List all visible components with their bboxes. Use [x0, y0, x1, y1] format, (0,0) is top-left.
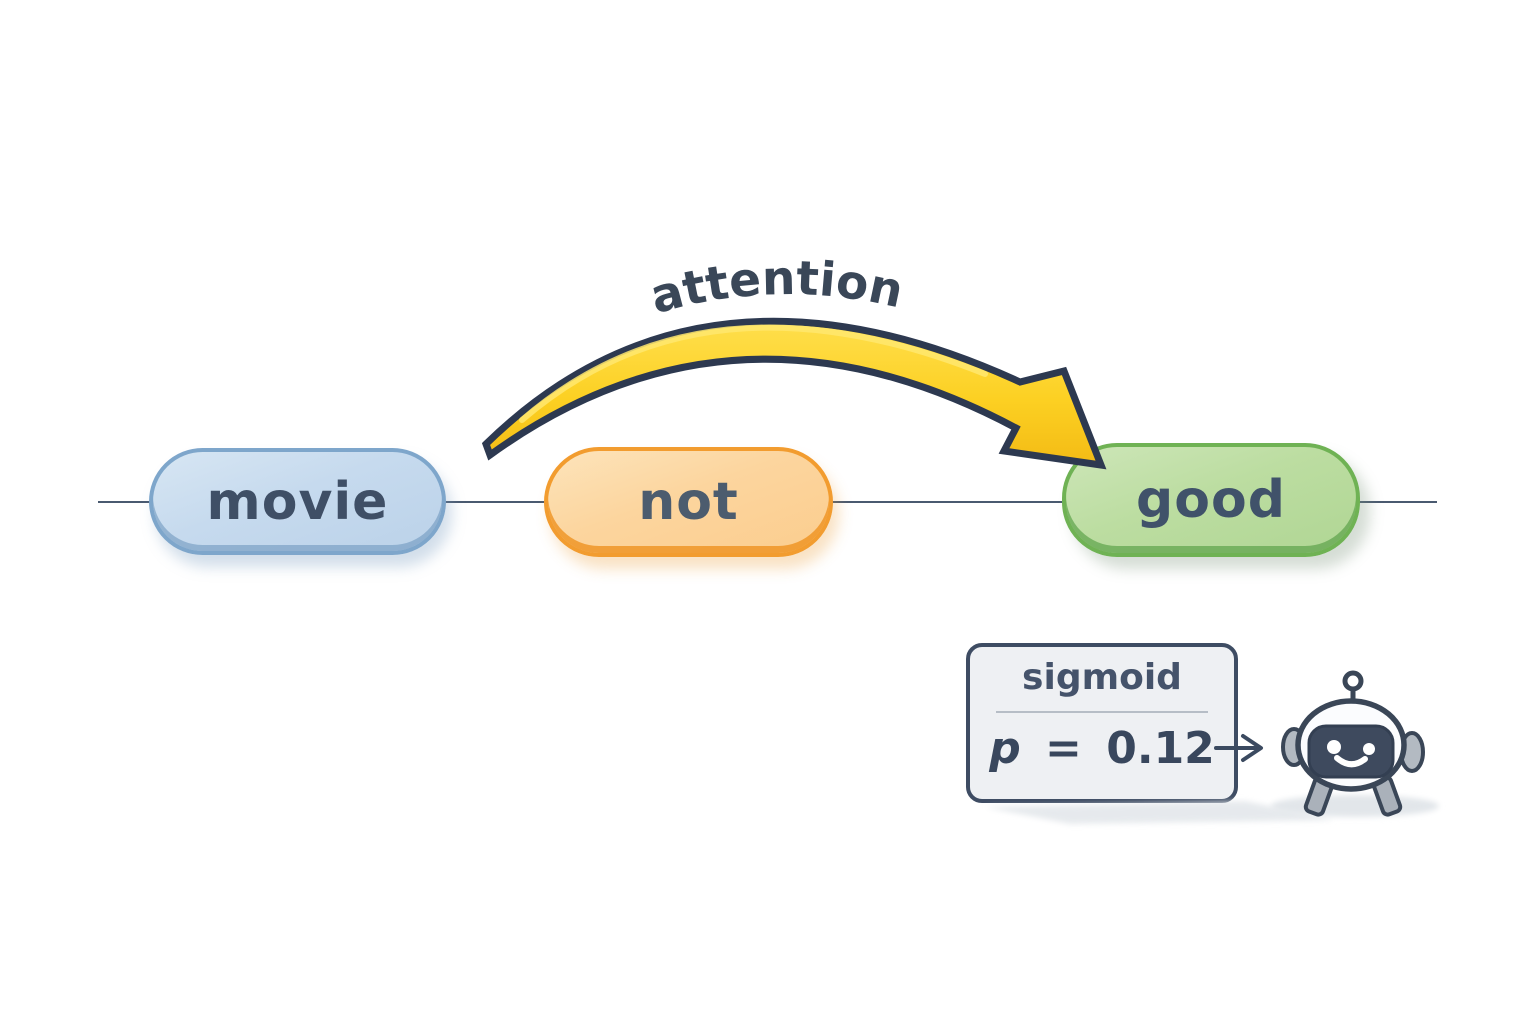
robot-right-ear	[1399, 731, 1425, 773]
robot-mascot-icon	[1281, 670, 1425, 817]
robot-face	[1307, 724, 1395, 779]
robot-head	[1295, 698, 1407, 792]
token-label: good	[1136, 470, 1286, 530]
robot-left-leg	[1303, 775, 1335, 817]
token-label: movie	[206, 471, 389, 532]
robot-antenna-ball	[1342, 670, 1364, 692]
probability-var: p	[989, 723, 1021, 774]
token-movie: movie	[149, 448, 446, 555]
robot-mouth	[1334, 755, 1368, 768]
token-label: not	[638, 472, 739, 532]
box-cast-shadow	[985, 801, 1335, 824]
probability-number: 0.12	[1106, 723, 1215, 774]
robot-right-leg	[1371, 775, 1403, 817]
robot-shadow	[1271, 795, 1439, 817]
robot-left-eye	[1327, 740, 1341, 754]
robot-left-ear	[1281, 727, 1307, 767]
token-not: not	[544, 447, 833, 557]
attention-label: attention	[645, 251, 908, 325]
token-good: good	[1062, 443, 1360, 557]
sigmoid-divider	[996, 711, 1208, 713]
probability-value: p = 0.12	[970, 723, 1234, 774]
sigmoid-title: sigmoid	[1022, 657, 1182, 698]
attention-arrow-highlight	[519, 324, 988, 423]
attention-arrow-icon	[481, 317, 1107, 470]
attention-arrow-body	[481, 317, 1107, 470]
robot-right-eye	[1363, 743, 1375, 755]
sigmoid-box: sigmoid p = 0.12	[966, 643, 1238, 803]
equals-sign: =	[1045, 723, 1082, 774]
